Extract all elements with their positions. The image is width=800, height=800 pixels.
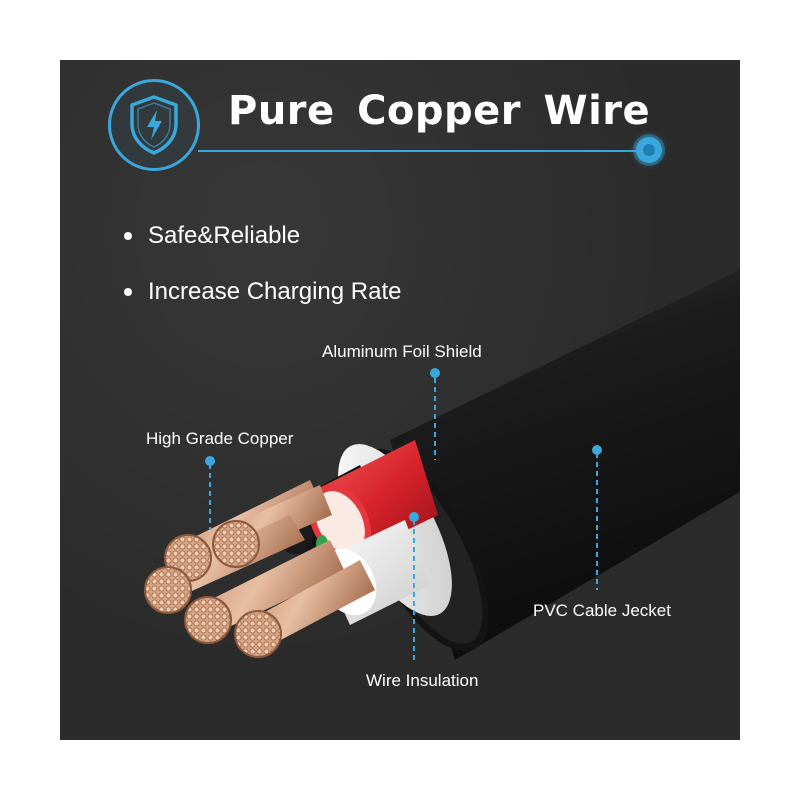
feature-safe-reliable: Safe&Reliable <box>122 222 401 278</box>
cable-cross-section-illustration <box>144 269 740 660</box>
label-high-grade-copper: High Grade Copper <box>146 429 294 448</box>
label-pvc-cable-jacket: PVC Cable Jecket <box>533 601 671 620</box>
feature-charging-rate: Increase Charging Rate <box>122 278 401 334</box>
shield-icon-graphic <box>130 95 178 155</box>
copper-conductors <box>144 480 375 658</box>
shield-lightning-icon <box>108 79 200 171</box>
feature-list: Safe&Reliable Increase Charging Rate <box>122 222 401 334</box>
product-panel: Pure Copper Wire Safe&Reliable Increase … <box>60 60 740 740</box>
header-underline <box>198 150 650 152</box>
header-dot-marker <box>636 137 662 163</box>
page-title: Pure Copper Wire <box>228 88 651 134</box>
callout-dot-copper <box>205 456 215 466</box>
callout-dot-foil <box>430 368 440 378</box>
callout-dot-pvc <box>592 445 602 455</box>
callout-dot-insulation <box>409 512 419 522</box>
label-aluminum-foil-shield: Aluminum Foil Shield <box>322 342 482 361</box>
label-wire-insulation: Wire Insulation <box>366 671 479 690</box>
